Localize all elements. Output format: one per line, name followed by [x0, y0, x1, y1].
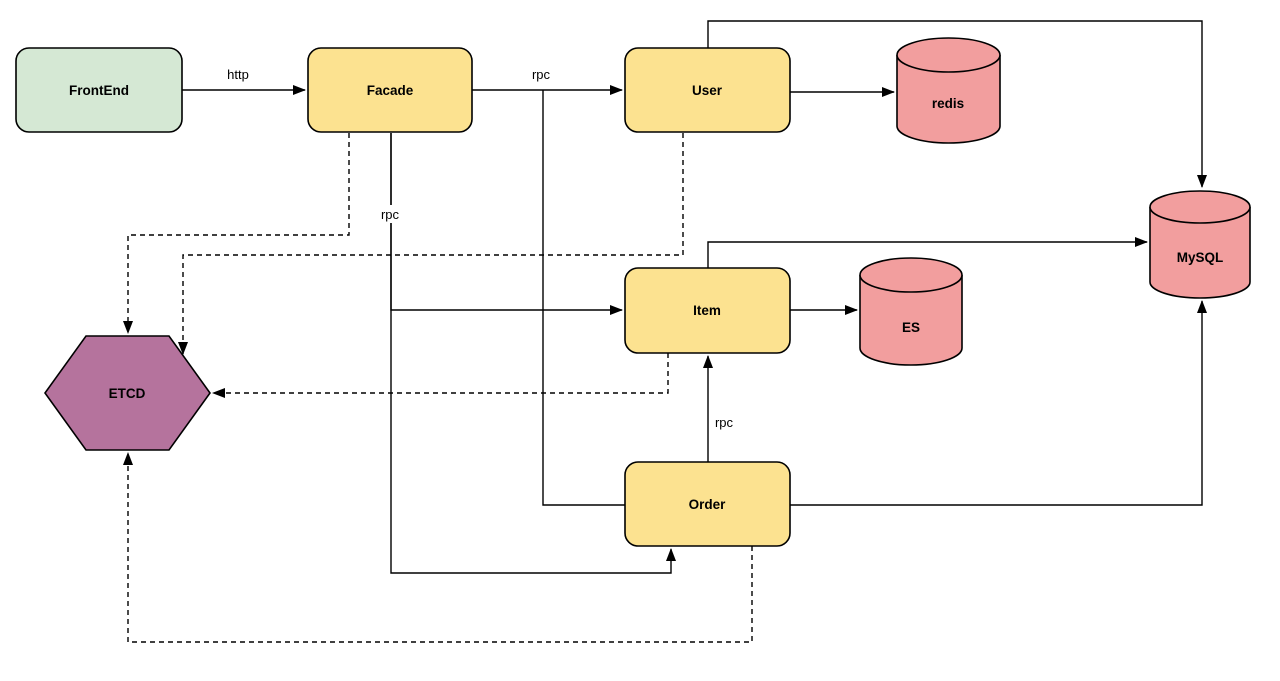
node-mysql: MySQL	[1149, 190, 1251, 299]
edge-facade-etcd-dashed	[123, 133, 350, 334]
rpc-facade-user-label: rpc	[532, 67, 551, 82]
node-item: Item	[624, 267, 791, 354]
edge-item-mysql	[707, 237, 1148, 268]
item-label: Item	[693, 303, 721, 318]
edge-user-etcd-dashed	[178, 133, 684, 355]
edge-label-rpc-order-item: rpc	[710, 413, 739, 431]
node-redis: redis	[896, 37, 1001, 144]
edge-order-etcd-dashed	[123, 452, 753, 643]
facade-label: Facade	[367, 83, 414, 98]
node-facade: Facade	[307, 47, 473, 133]
node-es: ES	[859, 257, 963, 366]
http-label: http	[227, 67, 249, 82]
edge-label-rpc-facade-user: rpc	[527, 65, 556, 83]
rpc-facade-item-label: rpc	[381, 207, 400, 222]
etcd-label: ETCD	[109, 386, 146, 401]
node-user: User	[624, 47, 791, 133]
edge-label-http: http	[219, 65, 257, 83]
user-label: User	[692, 83, 723, 98]
order-label: Order	[689, 497, 727, 512]
es-label: ES	[902, 320, 920, 335]
mysql-label: MySQL	[1177, 250, 1224, 265]
edge-item-etcd-dashed	[212, 353, 669, 398]
node-frontend: FrontEnd	[15, 47, 183, 133]
edge-facade-order-left	[542, 90, 625, 506]
edge-label-rpc-facade-item: rpc	[376, 205, 405, 223]
frontend-label: FrontEnd	[69, 83, 129, 98]
node-order: Order	[624, 461, 791, 547]
rpc-order-item-label: rpc	[715, 415, 734, 430]
redis-label: redis	[932, 96, 964, 111]
edge-order-mysql	[790, 300, 1207, 506]
edge-facade-order-bottom	[390, 133, 676, 574]
node-etcd: ETCD	[44, 335, 211, 451]
edge-user-mysql	[707, 20, 1207, 188]
edge-facade-item	[390, 133, 623, 315]
